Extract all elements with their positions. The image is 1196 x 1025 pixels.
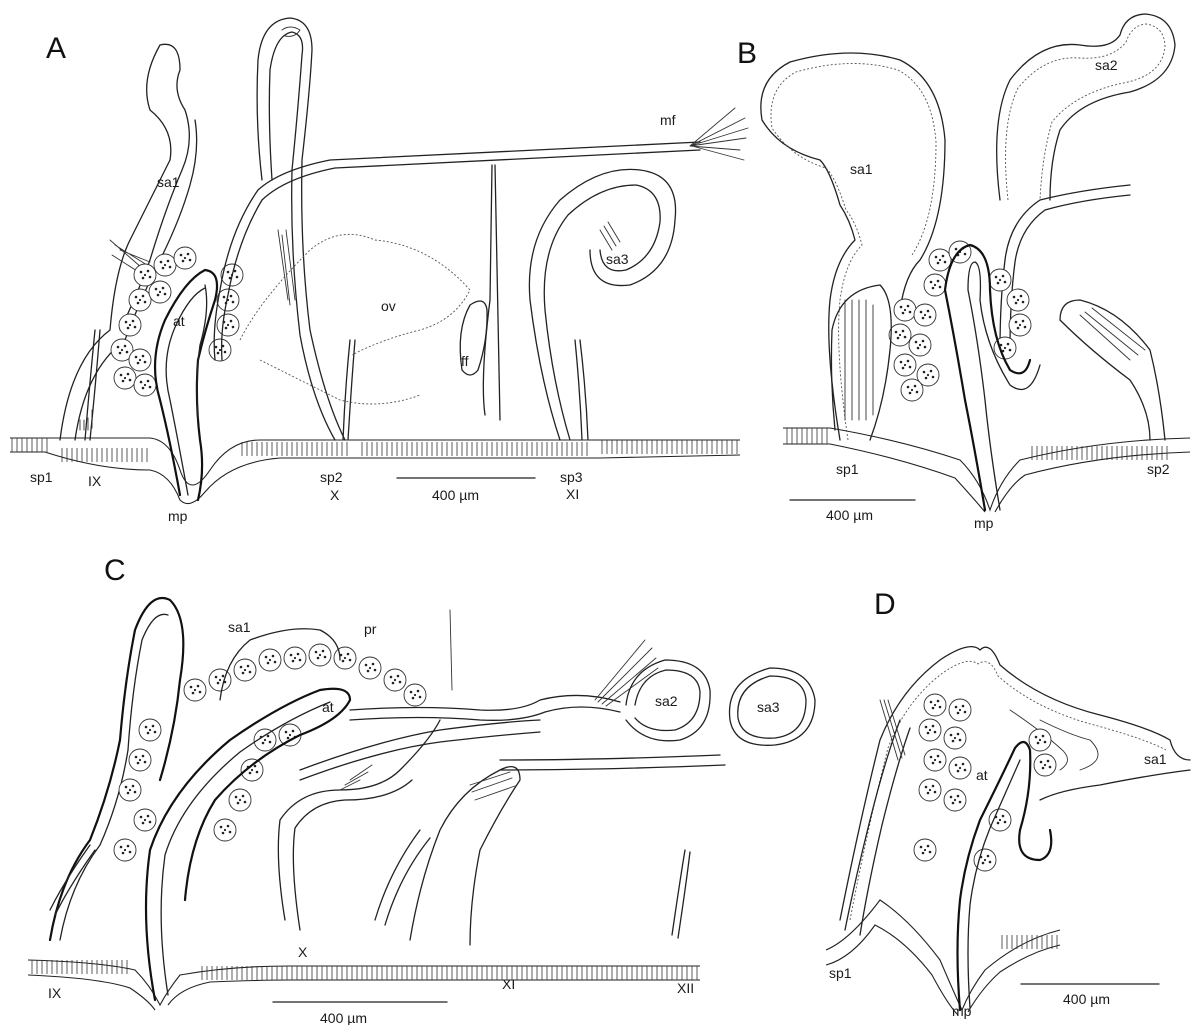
panel-label-a: A: [46, 32, 66, 65]
atrium-a: [155, 270, 217, 500]
spine-a-2: [343, 340, 355, 440]
body-wall-d: [826, 900, 1060, 1015]
label-sa3-a: sa3: [606, 251, 629, 267]
spermatheca-central-a: [257, 18, 345, 440]
body-wall-a: [10, 438, 740, 504]
label-sa1-a: sa1: [157, 174, 180, 190]
scale-label-b: 400 µm: [826, 507, 873, 523]
label-sp2-b: sp2: [1147, 461, 1170, 477]
label-segment-xi-a: XI: [566, 486, 579, 502]
spermathecal-duct-right-c: [375, 767, 520, 945]
label-sa1-b: sa1: [850, 161, 873, 177]
label-sa1-d: sa1: [1144, 751, 1167, 767]
label-mp-b: mp: [974, 515, 994, 531]
spine-a-3: [575, 340, 588, 440]
label-sp2-a: sp2: [320, 469, 343, 485]
label-sa2-c: sa2: [655, 693, 678, 709]
label-segment-ix-a: IX: [88, 473, 102, 489]
label-segment-xii-c: XII: [677, 980, 694, 996]
label-ov-a: ov: [381, 298, 396, 314]
panel-b: B: [737, 14, 1190, 531]
label-sa1-c: sa1: [228, 619, 251, 635]
spermathecal-duct-right-b: [1060, 300, 1165, 440]
label-pr-c: pr: [364, 621, 377, 637]
label-segment-ix-c: IX: [48, 985, 62, 1001]
spine-c-1: [50, 845, 95, 915]
female-funnel-a: [460, 165, 500, 420]
duct-to-sa3-c: [500, 755, 725, 770]
label-sp1-b: sp1: [836, 461, 859, 477]
label-mp-d: mp: [952, 1003, 972, 1019]
panel-label-b: B: [737, 37, 757, 70]
label-mf-a: mf: [660, 112, 676, 128]
label-sa2-b: sa2: [1095, 57, 1118, 73]
ovary-a: [240, 234, 470, 404]
label-segment-xi-c: XI: [502, 976, 515, 992]
label-sp1-d: sp1: [829, 965, 852, 981]
label-segment-x-c: X: [298, 944, 308, 960]
label-sa3-c: sa3: [757, 699, 780, 715]
spermathecal-duct-middle-c: [278, 720, 440, 930]
label-ff-a: ff: [461, 353, 469, 369]
label-sp1-a: sp1: [30, 469, 53, 485]
label-sp3-a: sp3: [560, 469, 583, 485]
panel-c: C: [28, 554, 815, 1025]
label-at-a: at: [173, 313, 185, 329]
scale-label-a: 400 µm: [432, 487, 479, 503]
panel-label-d: D: [874, 588, 896, 621]
spermatheca-sa3-a: [529, 169, 675, 440]
label-at-c: at: [322, 699, 334, 715]
spermathecal-duct-left-d: [845, 700, 910, 935]
label-mp-a: mp: [168, 508, 188, 524]
spine-c-2: [672, 850, 690, 938]
scale-label-c: 400 µm: [320, 1010, 367, 1025]
label-segment-x-a: X: [330, 487, 340, 503]
spermathecal-duct-left-b: [831, 285, 891, 440]
panel-a: A: [10, 18, 748, 524]
label-at-d: at: [976, 767, 988, 783]
sperm-duct-c: [300, 610, 658, 780]
scale-label-d: 400 µm: [1063, 991, 1110, 1007]
spermatheca-sa2-b: [997, 14, 1175, 200]
atrium-c: [146, 689, 350, 1000]
panel-label-c: C: [104, 554, 126, 587]
panel-d: D: [826, 588, 1190, 1019]
